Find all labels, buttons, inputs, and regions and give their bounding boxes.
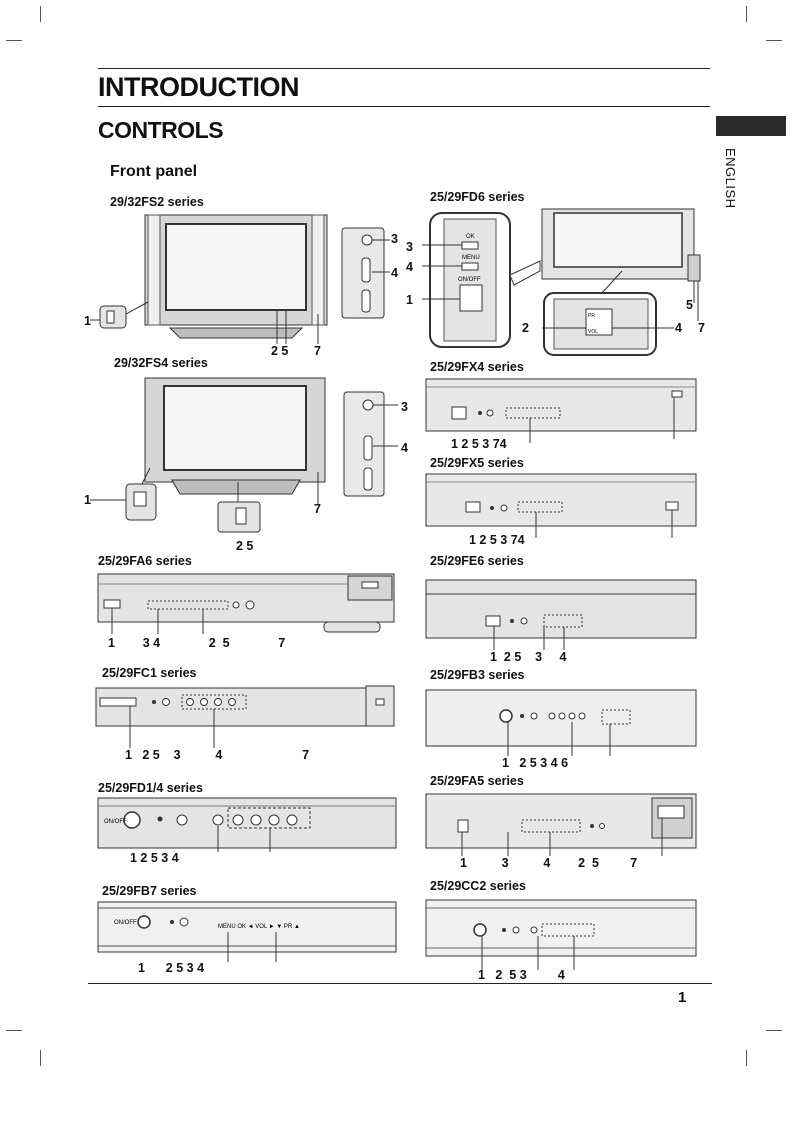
fb7-strip-label: MENU OK ◄ VOL ► ▼ PR ▲ (218, 924, 300, 930)
tv-illustration-fs4 (90, 377, 398, 533)
callout-fa6: 1 3 4 2 5 7 (108, 636, 286, 650)
crop-mark (40, 6, 41, 22)
tv-illustration-fx4 (425, 378, 697, 443)
tv-illustration-fc1 (95, 685, 395, 748)
tv-illustration-fb7: ON/OFF MENU OK ◄ VOL ► ▼ PR ▲ (97, 901, 397, 962)
crop-mark (766, 1030, 782, 1031)
callout-fe6: 1 2 5 3 4 (490, 650, 567, 664)
page-number: 1 (678, 989, 687, 1006)
series-title-fe6: 25/29FE6 series (430, 554, 524, 568)
tv-illustration-fb3 (425, 689, 697, 756)
tv-illustration-fx5 (425, 473, 697, 538)
callout-fs4-bottom: 2 5 (236, 539, 254, 553)
fd6-menu-label: MENU (462, 255, 480, 261)
callout-fs4-7: 7 (314, 502, 321, 516)
chapter-title: INTRODUCTION (98, 72, 299, 102)
series-title-fa5: 25/29FA5 series (430, 774, 524, 788)
fd6-vol-label: VOL (588, 329, 598, 335)
callout-cc2: 1 2 5 3 4 (478, 968, 565, 982)
fd6-pr-label: PR (588, 313, 595, 319)
callout-fd6-4b: 4 (675, 321, 682, 335)
callout-fd6-1: 1 (406, 293, 413, 307)
callout-fd6-4: 4 (406, 260, 413, 274)
onoff-label: ON/OFF (104, 819, 127, 825)
series-title-fb7: 25/29FB7 series (102, 884, 197, 898)
callout-fs2-left: 1 (84, 314, 91, 328)
callout-fb7: 1 2 5 3 4 (138, 961, 205, 975)
series-title-fs4: 29/32FS4 series (114, 356, 208, 370)
callout-fs4-4: 4 (401, 441, 408, 455)
callout-fs2-7: 7 (314, 344, 321, 358)
language-label: ENGLISH (723, 148, 738, 209)
header-rule-top (98, 68, 710, 69)
callout-fd6-5: 5 (686, 298, 693, 312)
callout-fa5: 1 3 4 2 5 7 (460, 856, 638, 870)
series-title-fa6: 25/29FA6 series (98, 554, 192, 568)
series-title-fb3: 25/29FB3 series (430, 668, 525, 682)
series-title-fd14: 25/29FD1/4 series (98, 781, 203, 795)
series-title-fx4: 25/29FX4 series (430, 360, 524, 374)
series-title-fd6: 25/29FD6 series (430, 190, 525, 204)
series-title-fs2: 29/32FS2 series (110, 195, 204, 209)
crop-mark (6, 40, 22, 41)
callout-fx4: 1 2 5 3 74 (451, 437, 507, 451)
tv-illustration-fa5 (425, 793, 697, 856)
callout-fd14: 1 2 5 3 4 (130, 851, 179, 865)
crop-mark (746, 6, 747, 22)
fd6-ok-label: OK (466, 234, 475, 240)
callout-fs2-3: 3 (391, 232, 398, 246)
series-title-fx5: 25/29FX5 series (430, 456, 524, 470)
crop-mark (766, 40, 782, 41)
callout-fs4-3: 3 (401, 400, 408, 414)
fb7-onoff-label: ON/OFF (114, 920, 137, 926)
callout-fd6-3: 3 (406, 240, 413, 254)
callout-fx5: 1 2 5 3 74 (469, 533, 525, 547)
language-tab (716, 116, 786, 136)
tv-illustration-fd6: OK MENU ON/OFF PR VOL (422, 208, 701, 356)
fd6-onoff-label: ON/OFF (458, 277, 481, 283)
footer-rule (88, 983, 712, 984)
crop-mark (746, 1050, 747, 1066)
tv-illustration-fe6 (425, 579, 697, 650)
callout-fs4-left: 1 (84, 493, 91, 507)
callout-fb3: 1 2 5 3 4 6 (502, 756, 569, 770)
header-rule-bottom (98, 106, 710, 107)
callout-fs2-bottom: 2 5 (271, 344, 289, 358)
callout-fd6-7: 7 (698, 321, 705, 335)
tv-illustration-fa6 (97, 573, 395, 634)
tv-illustration-cc2 (425, 899, 697, 970)
tv-illustration-fd14: ON/OFF (97, 797, 397, 852)
series-title-fc1: 25/29FC1 series (102, 666, 197, 680)
callout-fc1: 1 2 5 3 4 7 (125, 748, 310, 762)
callout-fs2-4: 4 (391, 266, 398, 280)
series-title-cc2: 25/29CC2 series (430, 879, 526, 893)
crop-mark (6, 1030, 22, 1031)
section-title: CONTROLS (98, 117, 224, 143)
subsection-title: Front panel (110, 163, 198, 180)
callout-fd6-2: 2 (522, 321, 529, 335)
tv-illustration-fs2 (90, 214, 390, 344)
crop-mark (40, 1050, 41, 1066)
